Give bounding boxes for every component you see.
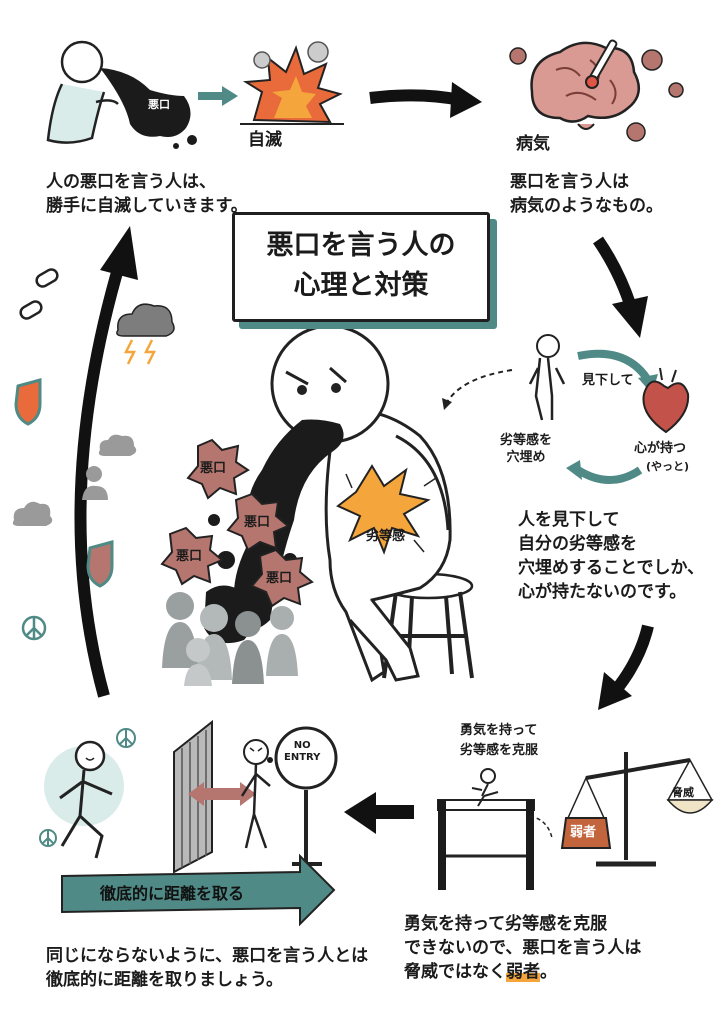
inferiority-fill-label: 劣等感を 穴埋め	[500, 433, 553, 465]
self-destruct-label: 自滅	[248, 130, 282, 150]
weak-caption-1: 勇気を持って劣等感を克服	[404, 914, 608, 934]
peace-icon	[21, 615, 47, 641]
hurdle-label-2: 劣等感を克服	[460, 743, 539, 758]
weak-caption-2: できないので、悪口を言う人は	[404, 938, 642, 958]
weak-caption-3a: 脅威ではなく	[404, 962, 506, 982]
badge-3	[160, 526, 224, 586]
scale-icon	[560, 752, 714, 867]
crowd-icon	[162, 592, 298, 686]
illness-caption-1: 悪口を言う人は	[510, 172, 629, 192]
look-down-person-icon	[528, 334, 566, 421]
distance-caption-2: 徹底的に距離を取りましょう。	[46, 970, 283, 990]
distance-caption-1: 同じにならないように、悪口を言う人とは	[46, 946, 369, 966]
arrow-icon	[593, 236, 648, 338]
illness-caption-2: 病気のようなもの。	[510, 196, 663, 216]
self-destruct-caption-1: 人の悪口を言う人は、	[46, 172, 216, 192]
broken-chain-icon	[19, 268, 59, 320]
badge-1	[186, 438, 250, 500]
explosion-icon	[240, 41, 344, 125]
arrow-icon	[598, 624, 654, 710]
banner-text: 徹底的に距離を取る	[100, 884, 245, 903]
heart-label: 心が持つ	[634, 441, 687, 456]
heart-icon	[642, 367, 690, 434]
shield-icon	[14, 378, 114, 588]
cloud-icon	[12, 434, 137, 526]
badge-label-3: 悪口	[176, 549, 203, 564]
weak-caption-3c: 。	[540, 962, 557, 982]
title-line-1: 悪口を言う人の	[266, 230, 456, 261]
hurdle-label-1: 勇気を持って	[460, 723, 538, 738]
badge-label-4: 悪口	[266, 571, 293, 586]
heart-note: (やっと)	[646, 460, 690, 473]
scale-heavy-label: 弱者	[570, 825, 597, 840]
title-line-2: 心理と対策	[293, 270, 429, 301]
no-entry-sign-text: NO ENTRY	[284, 740, 321, 763]
virus-icon	[509, 47, 684, 142]
hurdle-icon	[437, 768, 553, 890]
arrow-icon	[344, 792, 414, 834]
weak-highlight: 弱者	[506, 962, 540, 982]
banner-arrow	[61, 853, 336, 927]
cycle-caption-3: 穴埋めすることでしか、	[518, 558, 705, 578]
look-down-label: 見下して	[582, 373, 634, 388]
arrow-icon	[369, 82, 482, 118]
self-destruct-caption-2: 勝手に自滅していきます。	[46, 196, 248, 216]
illness-label: 病気	[516, 134, 550, 154]
double-arrow-icon	[188, 782, 256, 806]
title-box: 悪口を言う人の 心理と対策	[232, 212, 490, 322]
storm-cloud-icon	[116, 303, 175, 365]
cycle-caption-4: 心が持たないのです。	[518, 582, 687, 602]
running-person-icon	[44, 740, 124, 859]
cycle-caption-1: 人を見下して	[518, 510, 620, 530]
cycle-caption-2: 自分の劣等感を	[518, 534, 637, 554]
arrow-icon	[198, 86, 238, 106]
angry-person-icon	[240, 739, 273, 849]
badge-label-2: 悪口	[244, 515, 271, 530]
spitting-person-icon: 悪口	[46, 40, 197, 149]
chest-label: 劣等感	[366, 529, 406, 544]
peace-icon	[39, 728, 136, 847]
brain-icon	[530, 39, 641, 130]
badge-4	[250, 548, 314, 608]
arrow-icon	[74, 226, 138, 698]
badge-label-1: 悪口	[200, 461, 227, 476]
weak-caption-3: 脅威ではなく弱者。	[404, 960, 557, 984]
scale-light-label: 脅威	[672, 786, 694, 799]
badge-2	[226, 492, 290, 552]
mouth-tag-1: 悪口	[148, 98, 170, 111]
